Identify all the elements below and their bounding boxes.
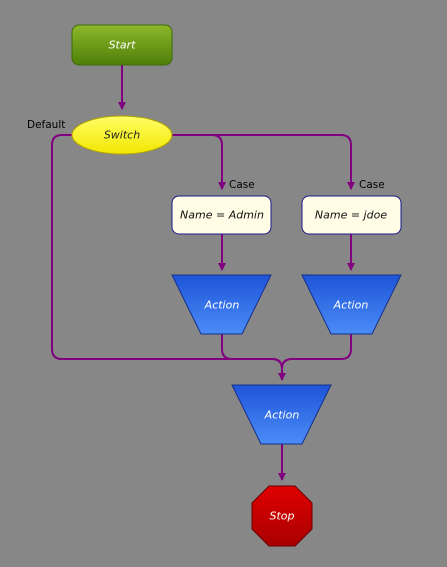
start-node[interactable]: Start — [71, 24, 173, 66]
action-jdoe-label: Action — [333, 299, 369, 312]
start-node-label: Start — [109, 39, 137, 52]
switch-node-label: Switch — [104, 129, 140, 142]
action-node-admin[interactable]: Action — [171, 274, 272, 335]
action-admin-label: Action — [204, 299, 240, 312]
connector-default — [51, 134, 286, 381]
case-admin-label: Case — [229, 179, 255, 191]
connector-switch-case-admin — [172, 134, 226, 190]
action-node-jdoe[interactable]: Action — [301, 274, 402, 335]
connector-action-admin-merge — [221, 334, 283, 380]
connector-switch-case-jdoe — [172, 134, 355, 190]
condition-node-admin[interactable]: Name = Admin — [171, 195, 272, 235]
condition-jdoe-label: Name = jdoe — [315, 209, 387, 222]
condition-node-jdoe[interactable]: Name = jdoe — [301, 195, 402, 235]
stop-node[interactable]: Stop — [251, 485, 313, 547]
stop-node-label: Stop — [269, 510, 294, 523]
action-merge-label: Action — [264, 409, 300, 422]
condition-admin-label: Name = Admin — [180, 209, 264, 222]
action-node-merge[interactable]: Action — [231, 384, 332, 445]
default-branch-label: Default — [27, 119, 65, 131]
switch-node[interactable]: Switch — [71, 115, 173, 155]
case-jdoe-label: Case — [359, 179, 385, 191]
connector-action-jdoe-merge — [281, 334, 352, 380]
